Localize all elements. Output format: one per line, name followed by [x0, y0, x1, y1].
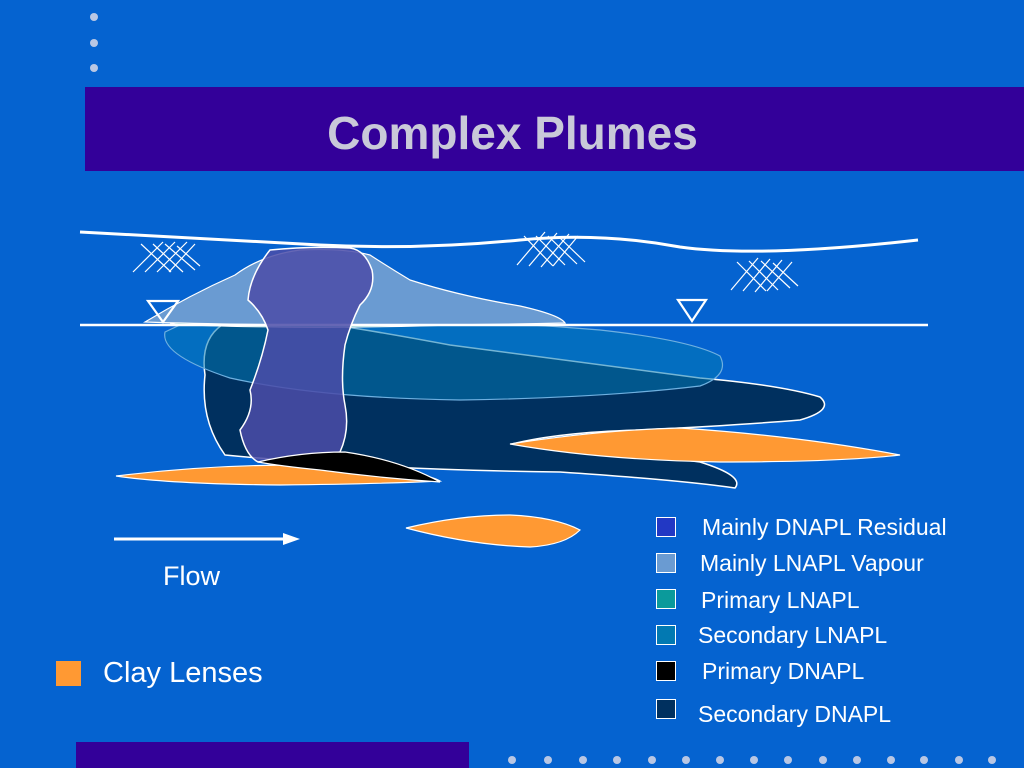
decor-dot [648, 756, 656, 764]
ground-surface [79, 230, 919, 253]
decor-dot [750, 756, 758, 764]
decor-dot [90, 64, 98, 72]
decor-dot [613, 756, 621, 764]
slide-title: Complex Plumes [327, 107, 698, 159]
decor-dot [508, 756, 516, 764]
decor-dot [887, 756, 895, 764]
decor-dot [819, 756, 827, 764]
vegetation-hatch-right [730, 257, 799, 293]
legend-swatch-secondary-dnapl [656, 699, 676, 719]
decor-dot [784, 756, 792, 764]
legend-swatch-dnapl-residual [656, 517, 676, 537]
legend-swatch-secondary-lnapl [656, 625, 676, 645]
legend-swatch-primary-dnapl [656, 661, 676, 681]
title-band: Complex Plumes [85, 87, 1024, 171]
clay-lenses-swatch [56, 661, 81, 686]
decor-dot [682, 756, 690, 764]
legend-swatch-lnapl-vapour [656, 553, 676, 573]
legend-label-secondary-lnapl: Secondary LNAPL [698, 622, 888, 648]
legend-swatch-primary-lnapl [656, 589, 676, 609]
legend-label-secondary-dnapl: Secondary DNAPL [698, 701, 892, 727]
decor-dot [853, 756, 861, 764]
decor-dot [955, 756, 963, 764]
water-table-marker-left [145, 299, 181, 324]
vegetation-hatch-left [132, 241, 201, 273]
vegetation-hatch-middle [516, 231, 586, 268]
bottom-band [76, 742, 469, 768]
clay-lens-bottom [405, 514, 582, 548]
primary-dnapl-pool [257, 451, 441, 483]
decor-dot [988, 756, 996, 764]
decor-dot [716, 756, 724, 764]
legend-label-dnapl-residual: Mainly DNAPL Residual [702, 514, 947, 540]
flow-label: Flow [163, 561, 221, 591]
legend-label-primary-dnapl: Primary DNAPL [702, 658, 865, 684]
clay-lenses-label: Clay Lenses [103, 657, 263, 689]
decor-dot [544, 756, 552, 764]
flow-arrow [114, 533, 300, 545]
decor-dot [579, 756, 587, 764]
legend-label-primary-lnapl: Primary LNAPL [701, 587, 860, 613]
decor-dot [90, 39, 98, 47]
clay-lens-right [509, 427, 901, 463]
water-table-marker-right [675, 298, 709, 323]
decor-dot [920, 756, 928, 764]
decor-dot [90, 13, 98, 21]
legend-label-lnapl-vapour: Mainly LNAPL Vapour [700, 550, 924, 576]
